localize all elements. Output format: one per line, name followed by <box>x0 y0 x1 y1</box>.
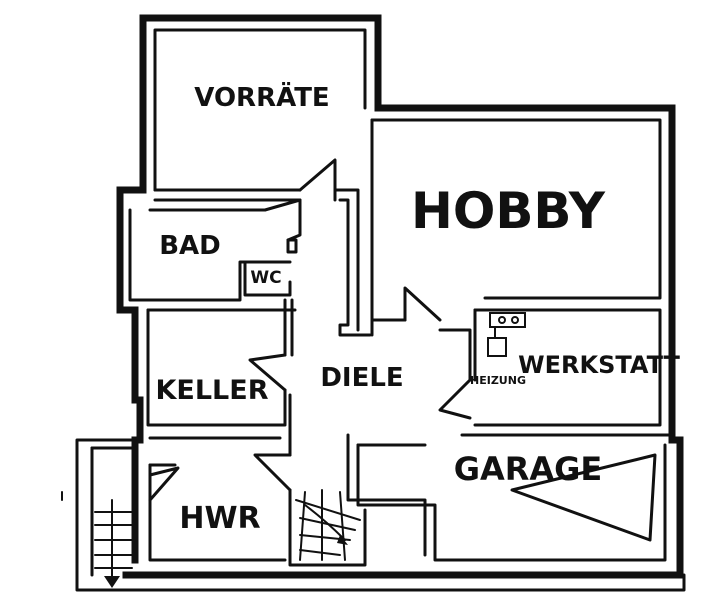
room-label-diele: DIELE <box>320 363 403 393</box>
garage-car-symbol <box>510 453 657 542</box>
heating-unit <box>487 312 526 357</box>
room-label-keller: KELLER <box>155 375 268 406</box>
room-label-hwr: HWR <box>179 501 260 536</box>
room-label-werkstatt: WERKSTATT <box>518 351 680 379</box>
room-label-wc: WC <box>250 268 281 288</box>
room-label-vorraete: VORRÄTE <box>194 81 329 113</box>
room-label-bad: BAD <box>159 231 221 261</box>
room-label-hobby: HOBBY <box>411 182 606 240</box>
outer-walls <box>75 14 686 592</box>
door-swings <box>148 158 472 502</box>
room-label-garage: GARAGE <box>454 450 603 488</box>
interior-staircase <box>295 489 361 561</box>
room-label-heizung: HEIZUNG <box>470 374 526 387</box>
exterior-stairs <box>94 499 133 588</box>
